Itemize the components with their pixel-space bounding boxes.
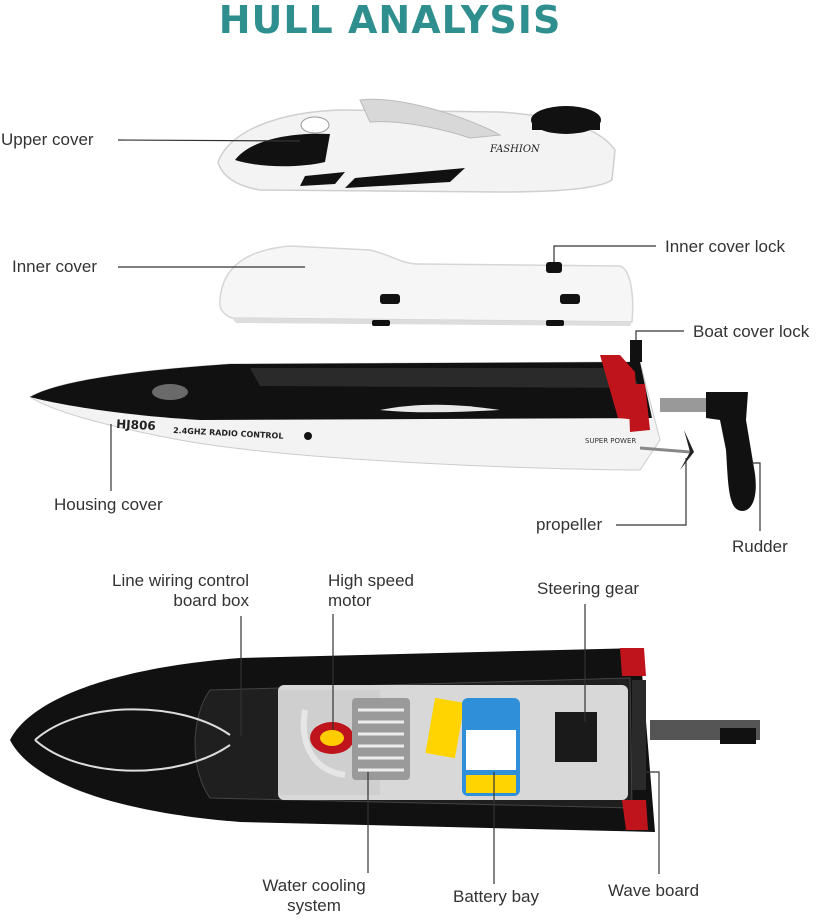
label-upper-cover: Upper cover (1, 130, 94, 150)
label-steering-gear: Steering gear (537, 579, 639, 599)
brand-marking: FASHION (489, 144, 541, 155)
label-line-wiring: Line wiring control board box (92, 571, 249, 611)
housing-part: HJ806 2.4GHZ RADIO CONTROL SUPER POWER (30, 340, 756, 511)
label-line-wiring-line2: board box (92, 591, 249, 611)
label-housing-cover: Housing cover (54, 495, 163, 515)
label-inner-cover-lock: Inner cover lock (665, 237, 785, 257)
label-boat-cover-lock: Boat cover lock (693, 322, 809, 342)
label-motor-line1: High speed (328, 571, 414, 591)
label-propeller: propeller (536, 515, 602, 535)
label-water-cooling-line1: Water cooling (250, 876, 378, 896)
inner-cover-lock-clip (546, 262, 562, 273)
top-view-part (10, 648, 760, 832)
label-rudder: Rudder (732, 537, 788, 557)
label-high-speed-motor: High speed motor (328, 571, 414, 611)
label-inner-cover: Inner cover (12, 257, 97, 277)
boat-cover-lock-clip (630, 340, 642, 362)
label-battery-bay: Battery bay (453, 887, 539, 907)
label-line-wiring-line1: Line wiring control (92, 571, 249, 591)
label-water-cooling-line2: system (250, 896, 378, 916)
label-water-cooling: Water cooling system (250, 876, 378, 916)
upper-cover-part: FASHION (218, 99, 615, 192)
model-marking: HJ806 (116, 417, 156, 433)
inner-cover-part (220, 246, 633, 326)
power-marking: SUPER POWER (585, 437, 636, 445)
label-wave-board: Wave board (608, 881, 699, 901)
label-motor-line2: motor (328, 591, 414, 611)
